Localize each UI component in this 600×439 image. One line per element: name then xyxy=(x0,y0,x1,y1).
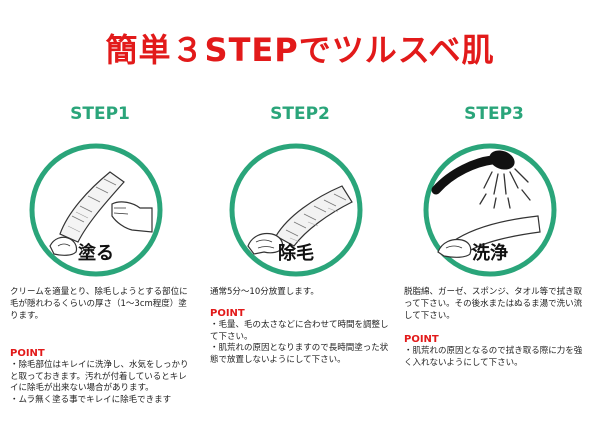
step-3-label: 洗浄 xyxy=(472,243,508,264)
step-2-description: 通常5分〜10分放置します。 xyxy=(210,287,319,297)
step-2-point-label: POINT xyxy=(210,308,245,319)
step-2-panel: STEP2 除毛 通常5分〜10分放置します。 POINT ・毛量、毛の太さなど… xyxy=(208,104,392,434)
step-1-panel: STEP1 塗る クリームを適量とり、除毛しようとする部位に毛が隠れわるくらいの… xyxy=(8,104,192,434)
step-1-description: クリームを適量とり、除毛しようとする部位に毛が隠れわるくらいの厚さ（1〜3cm程… xyxy=(10,287,188,321)
step-2-label: 除毛 xyxy=(278,243,314,264)
step-3-heading: STEP3 xyxy=(464,104,524,124)
step-1-point-item: ・除毛部位はキレイに洗浄し、水気をしっかりと取っておきます。汚れが付着していると… xyxy=(10,360,189,393)
step-2-circle: 除毛 xyxy=(228,142,364,278)
step-1-heading: STEP1 xyxy=(70,104,130,124)
step-3-point-label: POINT xyxy=(404,334,439,345)
step-3-description: 脱脂綿、ガーゼ、スポンジ、タオル等で拭き取って下さい。その後水またはぬるま湯で洗… xyxy=(404,287,583,321)
step-2-heading: STEP2 xyxy=(270,104,330,124)
step-3-point-item: ・肌荒れの原因となるので拭き取る際に力を強く入れないようにして下さい。 xyxy=(404,346,583,368)
step-3-panel: STEP3 洗浄 脱脂綿、ガーゼ、スポンジ、タオル等で拭き取って下さい。その後水… xyxy=(402,104,586,434)
step-1-circle: 塗る xyxy=(28,142,164,278)
step-1-label: 塗る xyxy=(78,243,114,264)
page-title: 簡単３STEPでツルスベ肌 xyxy=(105,31,495,69)
step-2-point-item: ・毛量、毛の太さなどに合わせて時間を調整して下さい。 xyxy=(210,320,389,342)
step-1-point-list: ・除毛部位はキレイに洗浄し、水気をしっかりと取っておきます。汚れが付着していると… xyxy=(10,360,190,406)
step-2-point-item: ・肌荒れの原因となりますので長時間塗った状態で放置しないようにして下さい。 xyxy=(210,343,389,365)
step-3-circle: 洗浄 xyxy=(422,142,558,278)
step-2-point-list: ・毛量、毛の太さなどに合わせて時間を調整して下さい。 ・肌荒れの原因となりますの… xyxy=(210,320,390,366)
cream-covered-arm-icon xyxy=(229,143,363,277)
arm-applying-cream-icon xyxy=(29,143,163,277)
step-1-point-item: ・ムラ無く塗る事でキレイに除毛できます xyxy=(10,394,172,405)
step-3-point-list: ・肌荒れの原因となるので拭き取る際に力を強く入れないようにして下さい。 xyxy=(404,346,584,369)
step-1-point-label: POINT xyxy=(10,348,45,359)
shower-rinsing-arm-icon xyxy=(423,143,557,277)
